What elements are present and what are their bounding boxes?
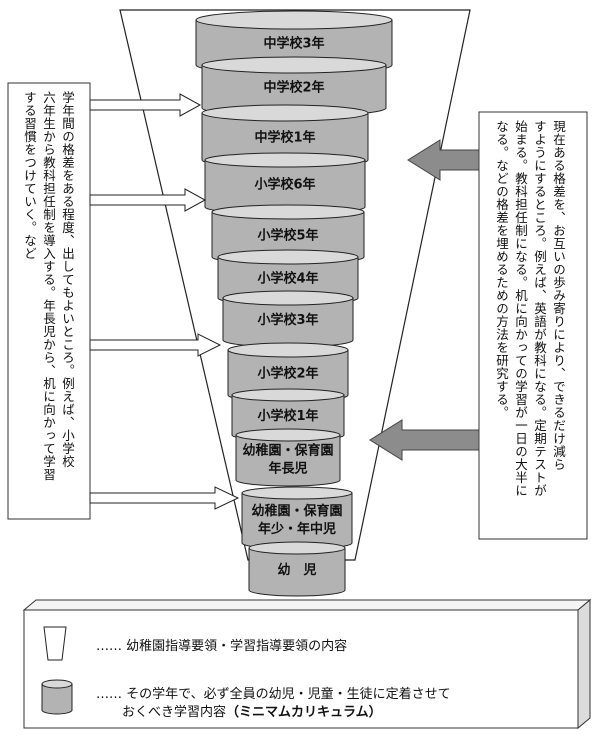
right-arrow-2 xyxy=(369,419,480,461)
grade-cylinder: 小学校6年 xyxy=(204,152,366,215)
left-arrow-4 xyxy=(89,486,240,510)
right-arrows xyxy=(369,139,480,461)
right-note-box xyxy=(478,111,588,540)
left-arrow-2 xyxy=(89,188,207,212)
grade-label: 年長児 xyxy=(268,461,307,477)
right-arrow-1 xyxy=(407,139,480,181)
left-arrow-1 xyxy=(89,93,202,117)
legend-box xyxy=(22,598,592,730)
grade-label: 幼 児 xyxy=(277,562,316,578)
grade-label: 小学校2年 xyxy=(257,366,318,382)
left-note-text: 学年間の格差をある程度、出してもよいところ。例えば、小学校 六年生から教科担任制… xyxy=(22,91,75,481)
grade-label: 中学校2年 xyxy=(263,80,324,96)
legend-cylinder-description: …… その学年で、必ず全員の幼児・児童・生徒に定着させて xyxy=(96,687,451,702)
left-arrow-3 xyxy=(89,333,222,357)
cylinder-legend-icon xyxy=(41,679,73,715)
grade-label: 小学校4年 xyxy=(257,271,318,287)
grade-label: 年少・年中児 xyxy=(258,521,336,537)
legend-cylinder-description-line2: おくべき学習内容（ミニマムカリキュラム） xyxy=(122,701,382,720)
grade-label: 幼稚園・保育園 xyxy=(242,443,333,459)
legend-funnel-description: …… 幼稚園指導要領・学習指導要領の内容 xyxy=(96,639,348,654)
legend-cylinder-text: おくべき学習内容 xyxy=(122,705,227,720)
funnel-legend-icon xyxy=(43,626,67,661)
grade-label: 小学校1年 xyxy=(257,408,318,424)
right-note-text: 現在ある格差を、お互いの歩み寄りにより、できるだけ減ら すようにするところ。例え… xyxy=(494,120,566,497)
left-note-box xyxy=(7,82,91,520)
grade-cylinders: 中学校3年中学校2年中学校1年小学校6年小学校5年小学校4年小学校3年小学校2年… xyxy=(195,10,393,597)
grade-cylinder: 幼 児 xyxy=(248,541,346,597)
grade-label: 中学校3年 xyxy=(263,36,324,52)
legend-minimum-curriculum: （ミニマムカリキュラム） xyxy=(226,705,382,720)
grade-cylinder: 小学校2年 xyxy=(227,342,349,403)
grade-cylinder: 小学校3年 xyxy=(222,290,354,348)
grade-cylinder: 中学校2年 xyxy=(201,56,387,117)
grade-label: 中学校1年 xyxy=(254,130,315,146)
grade-label: 小学校3年 xyxy=(257,312,318,328)
grade-label: 小学校5年 xyxy=(257,228,318,244)
grade-label: 小学校6年 xyxy=(254,177,315,193)
left-arrows xyxy=(89,93,240,510)
grade-label: 幼稚園・保育園 xyxy=(251,503,342,519)
